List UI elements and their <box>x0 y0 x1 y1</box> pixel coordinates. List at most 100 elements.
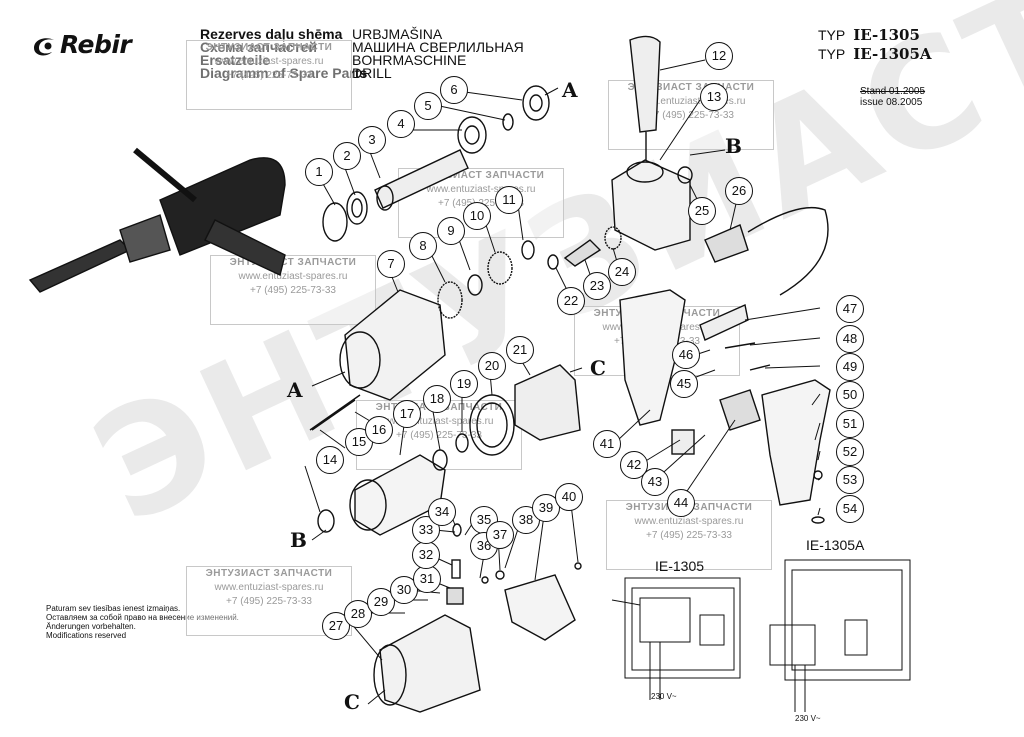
title-german: Ersatzteile <box>200 52 271 68</box>
part-bubble-5[interactable]: 5 <box>414 92 442 120</box>
part-bubble-46[interactable]: 46 <box>672 341 700 369</box>
part-bubble-24[interactable]: 24 <box>608 258 636 286</box>
watermark-url: www.entuziast-spares.ru <box>634 516 744 527</box>
part-bubble-22[interactable]: 22 <box>557 287 585 315</box>
title-block-languages: Rezerves daļu shēma Схема запчастей Ersa… <box>200 26 367 80</box>
product-russian: МАШИНА СВЕРЛИЛЬНАЯ <box>352 39 524 55</box>
part-bubble-37[interactable]: 37 <box>486 521 514 549</box>
part-bubble-2[interactable]: 2 <box>333 142 361 170</box>
part-bubble-19[interactable]: 19 <box>450 370 478 398</box>
typ-value: IE-1305A <box>853 45 932 63</box>
notice-line: Änderungen vorbehalten. <box>46 622 136 631</box>
typ-value: IE-1305 <box>853 26 920 44</box>
part-bubble-40[interactable]: 40 <box>555 483 583 511</box>
assembly-letter-c: C <box>590 356 606 380</box>
watermark-phone: +7 (495) 225-73-33 <box>648 110 734 121</box>
part-bubble-52[interactable]: 52 <box>836 438 864 466</box>
part-bubble-6[interactable]: 6 <box>440 76 468 104</box>
part-bubble-12[interactable]: 12 <box>705 42 733 70</box>
part-bubble-13[interactable]: 13 <box>700 83 728 111</box>
part-bubble-29[interactable]: 29 <box>367 588 395 616</box>
watermark-company: ЭНТУЗИАСТ ЗАПЧАСТИ <box>205 42 333 53</box>
watermark-phone: +7 (495) 225-73-33 <box>396 430 482 441</box>
part-bubble-50[interactable]: 50 <box>836 381 864 409</box>
part-bubble-31[interactable]: 31 <box>413 565 441 593</box>
part-bubble-18[interactable]: 18 <box>423 385 451 413</box>
rebir-swoosh-icon <box>34 38 54 56</box>
modifications-notice: Paturam sev tiesības ienest izmaiņas. Ос… <box>46 604 239 640</box>
watermark-url: www.entuziast-spares.ru <box>214 582 324 593</box>
typ-label: TYP <box>818 46 846 62</box>
stand-date: Stand 01.2005 issue 08.2005 <box>860 86 925 108</box>
watermark-url: www.entuziast-spares.ru <box>238 271 348 282</box>
part-bubble-21[interactable]: 21 <box>506 336 534 364</box>
watermark-phone: +7 (495) 225-73-33 <box>250 285 336 296</box>
typ-line-2: TYP IE-1305A <box>818 45 932 63</box>
watermark-phone: +7 (495) 225-73-33 <box>646 530 732 541</box>
part-bubble-45[interactable]: 45 <box>670 370 698 398</box>
part-bubble-10[interactable]: 10 <box>463 202 491 230</box>
part-bubble-47[interactable]: 47 <box>836 295 864 323</box>
part-bubble-51[interactable]: 51 <box>836 410 864 438</box>
title-latvian: Rezerves daļu shēma <box>200 26 343 42</box>
typ-label: TYP <box>818 27 846 43</box>
part-bubble-7[interactable]: 7 <box>377 250 405 278</box>
part-bubble-4[interactable]: 4 <box>387 110 415 138</box>
part-bubble-54[interactable]: 54 <box>836 495 864 523</box>
part-bubble-49[interactable]: 49 <box>836 353 864 381</box>
watermark-company: ЭНТУЗИАСТ ЗАПЧАСТИ <box>205 568 333 579</box>
part-bubble-48[interactable]: 48 <box>836 325 864 353</box>
part-bubble-26[interactable]: 26 <box>725 177 753 205</box>
watermark-phone: +7 (495) 225-73-33 <box>226 596 312 607</box>
part-bubble-34[interactable]: 34 <box>428 498 456 526</box>
part-bubble-53[interactable]: 53 <box>836 466 864 494</box>
watermark-company: ЭНТУЗИАСТ ЗАПЧАСТИ <box>229 257 357 268</box>
watermark-box: ЭНТУЗИАСТ ЗАПЧАСТИ www.entuziast-spares.… <box>186 566 352 636</box>
part-bubble-3[interactable]: 3 <box>358 126 386 154</box>
watermark-phone: +7 (495) 225-73-33 <box>226 70 312 81</box>
title-russian: Схема запчастей <box>200 39 317 55</box>
product-german: BOHRMASCHINE <box>352 52 467 68</box>
logo-text: Rebir <box>60 30 132 59</box>
watermark-company: ЭНТУЗИАСТ ЗАПЧАСТИ <box>627 82 755 93</box>
assembly-letter-b: B <box>290 528 307 552</box>
drill-overview-illustration <box>28 147 286 293</box>
part-bubble-16[interactable]: 16 <box>365 416 393 444</box>
watermark-box: ЭНТУЗИАСТ ЗАПЧАСТИ www.entuziast-spares.… <box>186 40 352 110</box>
watermark-url: www.entuziast-spares.ru <box>426 184 536 195</box>
rebir-logo: Rebir <box>30 30 132 59</box>
title-block-product: URBJMAŠINA МАШИНА СВЕРЛИЛЬНАЯ BOHRMASCHI… <box>352 26 524 81</box>
part-bubble-43[interactable]: 43 <box>641 468 669 496</box>
stand-line-1: Stand 01.2005 <box>860 86 926 97</box>
schematic-title-ie1305a: IE-1305A <box>806 537 865 553</box>
product-latvian: URBJMAŠINA <box>352 26 443 42</box>
part-bubble-25[interactable]: 25 <box>688 197 716 225</box>
watermark-url: www.entuziast-spares.ru <box>214 56 324 67</box>
part-bubble-28[interactable]: 28 <box>344 600 372 628</box>
part-bubble-14[interactable]: 14 <box>316 446 344 474</box>
product-english: DRILL <box>352 65 392 81</box>
assembly-letter-a: A <box>287 378 303 402</box>
part-bubble-1[interactable]: 1 <box>305 158 333 186</box>
typ-line-1: TYP IE-1305 <box>818 26 920 44</box>
part-bubble-8[interactable]: 8 <box>409 232 437 260</box>
stand-line-2: issue 08.2005 <box>860 97 923 108</box>
part-bubble-11[interactable]: 11 <box>495 186 523 214</box>
part-bubble-44[interactable]: 44 <box>667 489 695 517</box>
assembly-letter-c: C <box>344 690 360 714</box>
part-bubble-42[interactable]: 42 <box>620 451 648 479</box>
part-bubble-17[interactable]: 17 <box>393 400 421 428</box>
schematic-title-ie1305: IE-1305 <box>655 558 705 574</box>
wiring-schematics <box>611 559 911 712</box>
schematic-voltage-ie1305a: 230 V~ <box>795 714 821 723</box>
part-bubble-9[interactable]: 9 <box>437 217 465 245</box>
notice-line: Оставляем за собой право на внесение изм… <box>46 613 239 622</box>
part-bubble-41[interactable]: 41 <box>593 430 621 458</box>
watermark-company: ЭНТУЗИАСТ ЗАПЧАСТИ <box>417 170 545 181</box>
part-bubble-32[interactable]: 32 <box>412 541 440 569</box>
assembly-letter-b: B <box>725 134 742 158</box>
part-bubble-20[interactable]: 20 <box>478 352 506 380</box>
part-bubble-23[interactable]: 23 <box>583 272 611 300</box>
notice-line: Paturam sev tiesības ienest izmaiņas. <box>46 604 181 613</box>
